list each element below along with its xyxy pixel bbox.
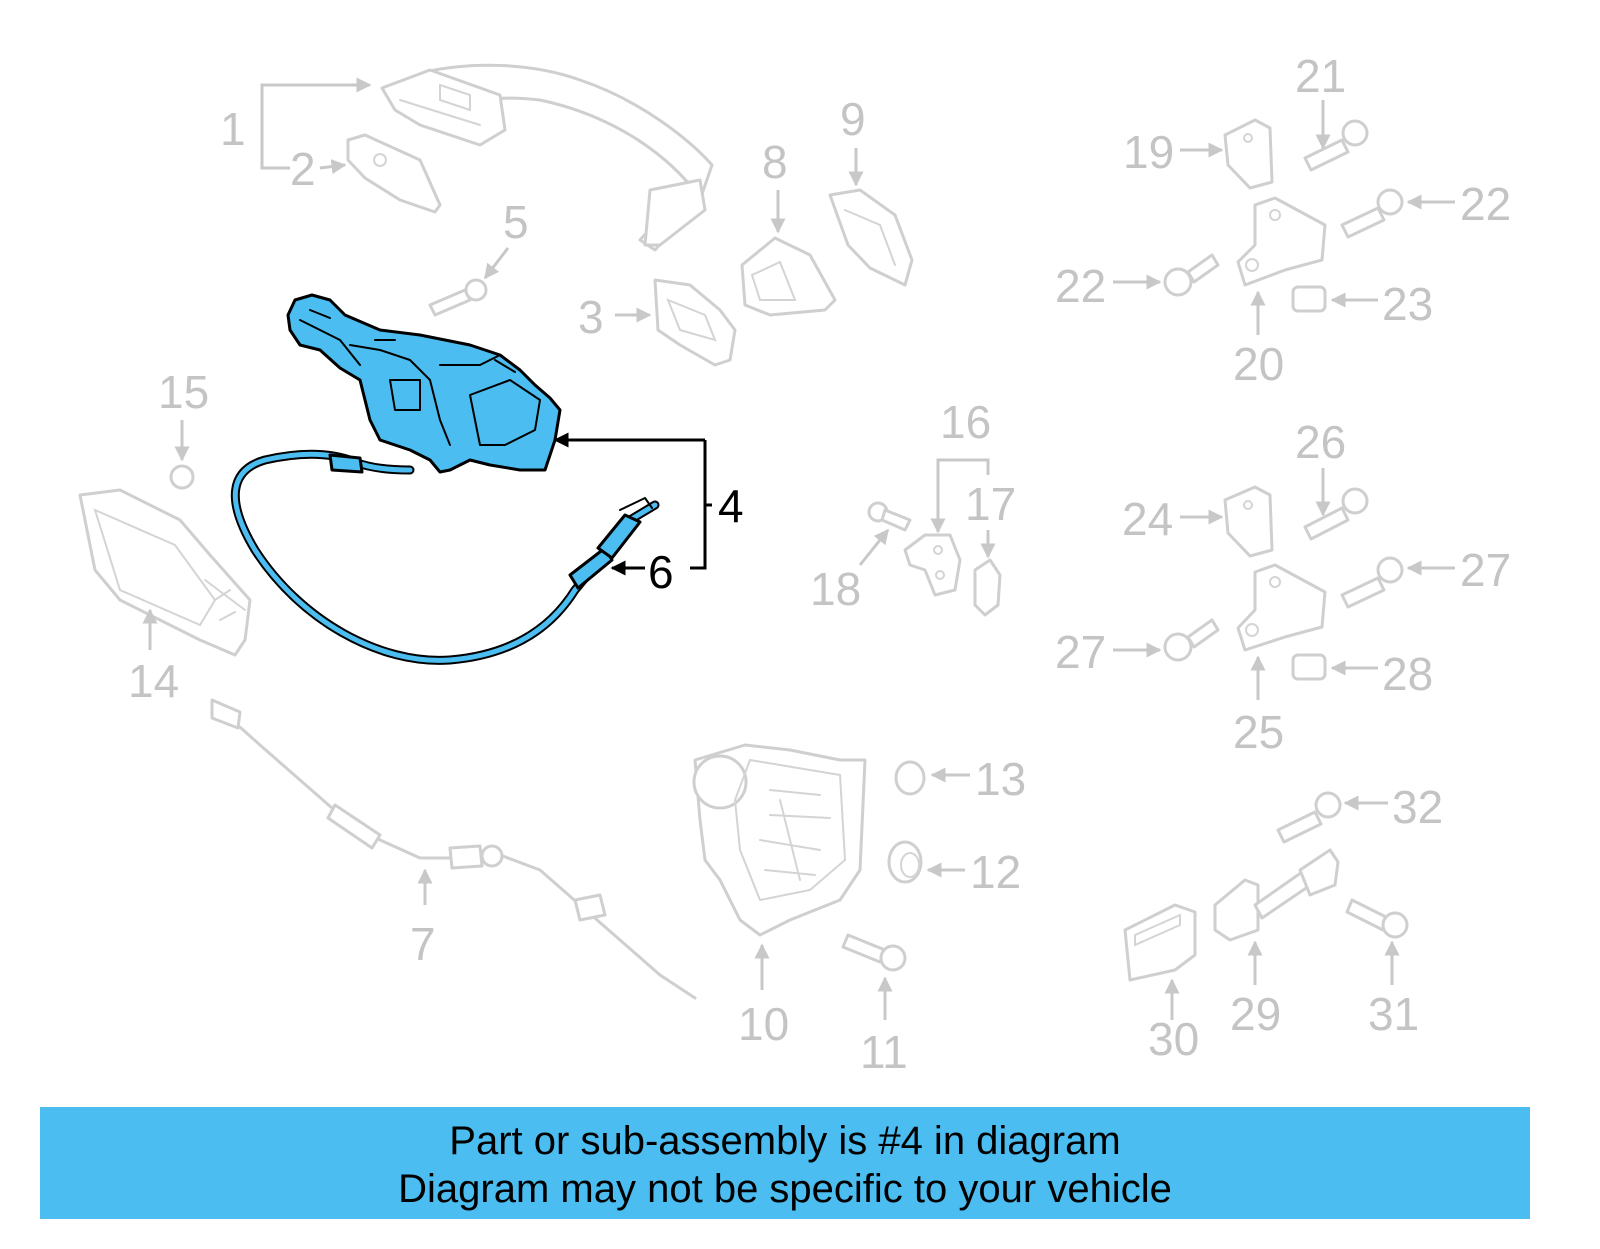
inner-handle-bezel-part	[78, 488, 252, 657]
door-latch-10-part	[692, 743, 867, 937]
callout-31: 31	[1368, 988, 1419, 1040]
screw-11-part	[841, 933, 907, 972]
bolt-22-right-part	[1340, 188, 1404, 239]
callout-27a: 27	[1460, 544, 1511, 596]
bushing-23-part	[1291, 285, 1327, 313]
handle-cap-part	[828, 188, 914, 287]
callout-24: 24	[1122, 493, 1173, 545]
bolt-27-right-part	[1340, 556, 1404, 609]
bolt-32-part	[1276, 791, 1342, 844]
callout-27b: 27	[1055, 626, 1106, 678]
callout-11: 11	[860, 1026, 908, 1078]
lock-cable-7-part	[210, 698, 697, 1000]
callout-14: 14	[128, 655, 179, 707]
plug-13-part	[894, 760, 926, 796]
handle-gasket-part	[653, 278, 737, 367]
hinge-lower-leaders	[1113, 468, 1455, 700]
callout-21: 21	[1295, 50, 1346, 102]
callout-7: 7	[410, 918, 436, 970]
callout-17: 17	[965, 478, 1016, 530]
outer-door-handle-part	[380, 63, 714, 252]
screw-5-part	[428, 278, 488, 317]
callout-1: 1	[220, 103, 246, 155]
callout-5-leader	[483, 247, 510, 280]
inner-door-handle-part-4[interactable]	[286, 293, 562, 474]
release-cable-part-6[interactable]	[230, 449, 660, 665]
bolt-26-part	[1303, 487, 1369, 541]
callout-6: 6	[648, 546, 674, 598]
callout-23: 23	[1382, 278, 1433, 330]
callout-10: 10	[738, 998, 789, 1050]
banner-line-disclaimer: Diagram may not be specific to your vehi…	[398, 1167, 1172, 1211]
callout-20: 20	[1233, 338, 1284, 390]
grommet-12-part	[887, 840, 923, 884]
striker-16-part	[903, 533, 962, 597]
bolt-27-left-part	[1163, 618, 1220, 662]
callout-16-17-18-leaders	[858, 458, 996, 566]
hinge-upper-20-part	[1236, 196, 1327, 287]
callout-32: 32	[1392, 781, 1443, 833]
check-strap-housing-30-part	[1123, 903, 1197, 982]
callout-25: 25	[1233, 706, 1284, 758]
callout-18: 18	[810, 563, 861, 615]
callout-2: 2	[290, 143, 316, 195]
screw-18-part	[867, 501, 912, 532]
handle-bezel-part	[346, 133, 442, 214]
hinge-lower-25-part	[1236, 563, 1327, 652]
lock-cylinder-housing-part	[740, 236, 837, 317]
callout-19: 19	[1123, 126, 1174, 178]
callout-30: 30	[1148, 1013, 1199, 1065]
callout-22b: 22	[1055, 260, 1106, 312]
bolt-22-left-part	[1163, 253, 1220, 297]
callout-29: 29	[1230, 988, 1281, 1040]
hinge-lower-24-part	[1223, 485, 1274, 558]
callout-16: 16	[940, 396, 991, 448]
callout-13: 13	[975, 753, 1026, 805]
banner-line-part-number: Part or sub-assembly is #4 in diagram	[449, 1119, 1121, 1163]
callout-5: 5	[503, 196, 529, 248]
grommet-15-part	[169, 464, 195, 490]
callout-26: 26	[1295, 416, 1346, 468]
callout-22a: 22	[1460, 178, 1511, 230]
callout-4: 4	[718, 480, 744, 532]
bushing-28-part	[1291, 653, 1327, 681]
hinge-upper-leaders	[1113, 100, 1455, 335]
callout-8: 8	[762, 136, 788, 188]
check-strap-29-part	[1213, 848, 1340, 942]
callout-12: 12	[970, 846, 1021, 898]
callout-15: 15	[158, 366, 209, 418]
shim-17-part	[973, 558, 1002, 617]
info-banner: Part or sub-assembly is #4 in diagram Di…	[40, 1107, 1530, 1219]
callout-9: 9	[840, 93, 866, 145]
callout-1-leader	[260, 77, 372, 175]
bolt-31-part	[1345, 898, 1409, 939]
callout-4-6-leaders	[553, 432, 712, 576]
callout-3: 3	[578, 291, 604, 343]
callout-28: 28	[1382, 648, 1433, 700]
bolt-21-part	[1303, 119, 1369, 172]
hinge-upper-19-part	[1223, 118, 1274, 190]
